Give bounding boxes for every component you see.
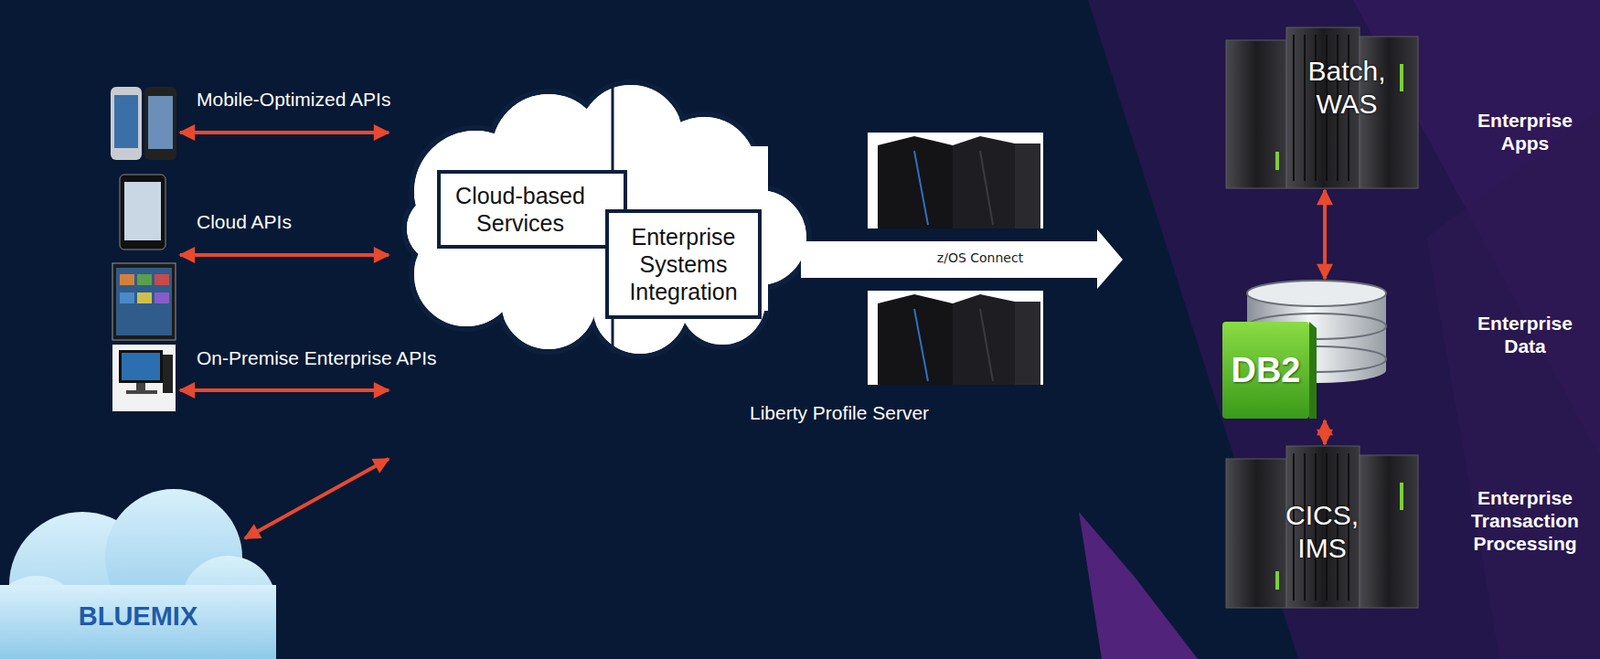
device-icons (162, 354, 173, 394)
mainframe-drawing (1014, 143, 1041, 229)
mainframe-drawing (980, 309, 993, 382)
device-icons (121, 352, 160, 381)
mainframe-drawing (877, 294, 953, 385)
device-icons (110, 86, 142, 160)
api-arrows (180, 388, 389, 393)
node-text: DB2 (1222, 321, 1310, 419)
node-outline (740, 132, 1052, 430)
node-text: BLUEMIX (0, 601, 277, 631)
mainframe-drawing (877, 136, 953, 229)
server-rack-drawing (1275, 571, 1280, 590)
api-label: Cloud APIs (196, 210, 435, 234)
api-arrows (180, 132, 389, 539)
device-icons (112, 344, 176, 412)
device-icons (137, 292, 152, 304)
api-label: On-Premise Enterprise APIs (196, 346, 471, 370)
mainframe-drawing (867, 132, 1044, 229)
device-icons (114, 95, 139, 149)
device-icons (126, 390, 158, 395)
server-rack-drawing (1399, 64, 1404, 92)
api-arrows (180, 253, 389, 257)
database-cylinder: DB2 (1222, 280, 1387, 419)
cloud-platform: BLUEMIX (0, 490, 277, 659)
cloud-shape (404, 82, 810, 357)
mainframe-drawing (867, 132, 1044, 385)
server-rack-drawing (1275, 151, 1280, 171)
mainframe-drawing (980, 150, 993, 225)
device-icons (137, 274, 152, 286)
mainframe-drawing (952, 136, 1015, 229)
node-text: Batch, WAS (1291, 54, 1402, 121)
device-icons (119, 174, 166, 250)
node-text: Enterprise Systems Integration (616, 223, 751, 306)
node-outline (0, 490, 277, 659)
tier-label: Enterprise Data (1465, 311, 1585, 358)
node-text: Cloud-based Services (448, 181, 593, 237)
node-text: CICS, IMS (1267, 499, 1377, 566)
device-icons (144, 86, 177, 160)
node-outline (1222, 280, 1387, 419)
connector-arrow (1322, 420, 1327, 445)
node-text: Liberty Profile Server (749, 402, 1043, 425)
device-icons (124, 181, 161, 241)
device-icons (119, 274, 135, 286)
server-rack-drawing (1226, 27, 1419, 189)
server-rack-drawing (1226, 40, 1287, 189)
server-rack-drawing (1303, 34, 1306, 182)
background-shapes (1426, 109, 1600, 659)
server-rack-drawing (1226, 446, 1419, 608)
device-icons (154, 292, 170, 304)
database-drawing (1309, 321, 1317, 419)
device-icons (118, 350, 163, 384)
database-drawing (1247, 280, 1387, 307)
api-label: Mobile-Optimized APIs (196, 87, 435, 111)
background-shapes (1088, 0, 1600, 659)
zos-connect-arrow (800, 229, 1123, 289)
mainframe-drawing (952, 294, 1015, 385)
database-drawing (1222, 280, 1387, 419)
background-shapes (1078, 0, 1600, 659)
service-box: Cloud-based Services (437, 170, 628, 249)
cloud-drawing (0, 585, 277, 659)
mainframe-drawing (914, 309, 928, 382)
device-icons (112, 263, 176, 341)
server-rack-drawing (1399, 482, 1404, 511)
cloud-shape (406, 85, 807, 354)
server-rack-drawing (1226, 458, 1287, 608)
database-drawing (1222, 321, 1310, 419)
device-icons (136, 383, 146, 391)
device-icons (119, 292, 135, 304)
server-rack-drawing (1359, 455, 1419, 608)
mainframe-drawing (914, 150, 928, 225)
api-arrows (180, 130, 389, 135)
api-arrows (245, 458, 389, 539)
tier-label: Enterprise Transaction Processing (1465, 486, 1585, 555)
cloud-drawing (0, 489, 277, 659)
connector-arrow (1322, 190, 1327, 279)
mainframe-drawing (1014, 301, 1041, 385)
mainframe-drawing (867, 290, 1044, 385)
device-icons (110, 86, 177, 412)
device-icons (154, 274, 170, 286)
background-shapes (1078, 512, 1198, 659)
tier-label: Enterprise Apps (1465, 108, 1585, 155)
device-icons (116, 267, 172, 336)
connector-label: z/OS Connect (925, 250, 1035, 267)
device-icons (148, 96, 173, 150)
server-rack-drawing (1292, 34, 1295, 182)
server-rack: CICS, IMS (1220, 446, 1425, 608)
integration-box: Enterprise Systems Integration (605, 209, 762, 320)
cloud-shape (404, 82, 810, 357)
mainframe-server: Liberty Profile Server (740, 132, 1052, 430)
server-rack: Batch, WAS (1220, 27, 1425, 189)
